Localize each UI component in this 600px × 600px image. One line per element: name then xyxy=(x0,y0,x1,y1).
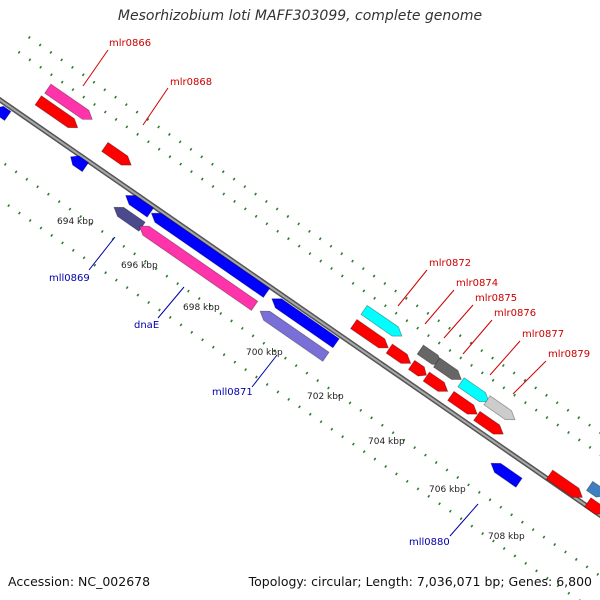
gene-arrow-red xyxy=(584,497,600,515)
genome-summary-text: Topology: circular; Length: 7,036,071 bp… xyxy=(248,574,592,589)
callout-line xyxy=(88,236,116,271)
gene-arrow-red xyxy=(350,318,389,349)
gene-arrow-mlr0868 xyxy=(101,141,132,166)
scale-label-702: 702 kbp xyxy=(307,392,344,402)
gene-arrow-mll0869 xyxy=(113,206,146,232)
gene-label-mlr0879: mlr0879 xyxy=(548,349,590,360)
callout-line xyxy=(449,503,479,537)
gene-arrow-blue-edge xyxy=(0,105,12,122)
genome-backbone xyxy=(0,96,600,519)
gene-label-mlr0877: mlr0877 xyxy=(522,329,564,340)
gene-label-mlr0872: mlr0872 xyxy=(429,258,471,269)
callout-line xyxy=(489,340,521,376)
gene-arrow-mlr0876 xyxy=(457,377,490,403)
gene-arrow-mlr0875 xyxy=(432,357,462,380)
callout-line xyxy=(397,269,428,307)
gene-label-mlr0876: mlr0876 xyxy=(494,308,536,319)
gene-arrow-steel xyxy=(585,480,600,498)
gene-label-mll0869: mll0869 xyxy=(49,273,90,284)
scale-label-708: 708 kbp xyxy=(488,532,525,542)
callout-line xyxy=(443,304,474,339)
gene-arrow-red xyxy=(385,343,412,364)
tick-guide-line xyxy=(0,159,600,578)
gene-label-mlr0874: mlr0874 xyxy=(456,278,498,289)
callout-line xyxy=(424,289,455,325)
gene-features xyxy=(0,83,600,515)
gene-label-dnaE: dnaE xyxy=(134,320,159,331)
callout-line xyxy=(462,319,493,355)
callout-line xyxy=(82,49,109,87)
tick-guides xyxy=(0,36,600,600)
gene-label-mll0871: mll0871 xyxy=(212,387,253,398)
callout-line xyxy=(251,354,278,388)
gene-arrow-blue xyxy=(125,195,155,218)
gene-arrow-blue xyxy=(70,155,90,173)
gene-arrow-mlr0877 xyxy=(483,395,516,421)
gene-label-mll0880: mll0880 xyxy=(409,537,450,548)
gene-arrow-dnaE xyxy=(138,225,259,311)
tick-guide-line xyxy=(0,198,581,600)
scale-label-698: 698 kbp xyxy=(183,303,220,313)
callout-line xyxy=(512,360,547,395)
gene-arrow-blue xyxy=(150,212,271,298)
gene-arrow-mll0880 xyxy=(490,462,523,488)
labels: 694 kbp 696 kbp 698 kbp 700 kbp 702 kbp … xyxy=(49,38,590,548)
gene-arrow-red xyxy=(447,390,478,415)
accession-text: Accession: NC_002678 xyxy=(8,574,151,589)
gene-label-mlr0868: mlr0868 xyxy=(170,77,212,88)
gene-arrow-blue xyxy=(271,298,340,349)
gene-arrow-mll0871 xyxy=(259,310,330,362)
scale-label-696: 696 kbp xyxy=(121,261,158,271)
gene-arrow-red xyxy=(422,371,449,392)
tick-guide-line xyxy=(17,50,600,456)
scale-label-704: 704 kbp xyxy=(368,437,405,447)
callout-line xyxy=(157,286,185,319)
tick-guide-line xyxy=(27,36,600,434)
callout-line xyxy=(142,87,169,126)
callout-lines xyxy=(82,49,547,537)
gene-arrow-mlr0872 xyxy=(360,304,403,337)
scale-label-706: 706 kbp xyxy=(429,485,466,495)
map-title: Mesorhizobium loti MAFF303099, complete … xyxy=(117,8,483,24)
gene-arrow-red xyxy=(407,359,427,377)
gene-arrow-red xyxy=(545,469,583,498)
scale-label-700: 700 kbp xyxy=(246,348,283,358)
gene-arrow-red xyxy=(473,410,504,435)
gene-arrow-mlr0866 xyxy=(44,83,93,120)
scale-label-694: 694 kbp xyxy=(57,217,94,227)
gene-label-mlr0875: mlr0875 xyxy=(475,293,517,304)
gene-arrow-red xyxy=(34,95,79,129)
gene-label-mlr0866: mlr0866 xyxy=(109,38,151,49)
